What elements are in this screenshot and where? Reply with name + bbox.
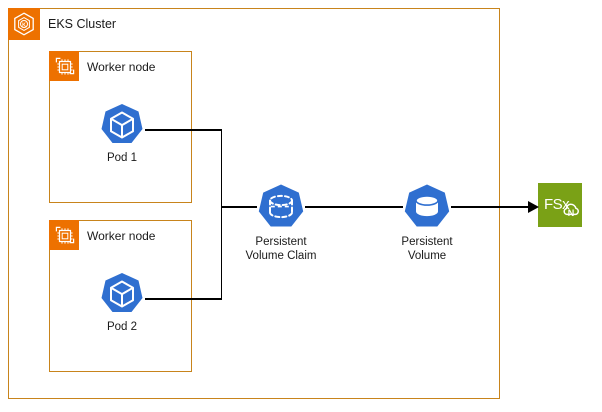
persistent-volume-node: Persistent Volume bbox=[401, 181, 453, 262]
amazon-fsx-node: FSx N bbox=[538, 183, 582, 227]
persistent-volume-claim-node: Persistent Volume Claim bbox=[246, 181, 316, 262]
svg-text:FSx: FSx bbox=[544, 196, 570, 213]
persistent-volume-label: Persistent Volume bbox=[401, 236, 453, 262]
edge-bus-vertical bbox=[220, 129, 222, 300]
arrow-head-icon bbox=[528, 200, 539, 213]
persistent-volume-icon bbox=[404, 184, 450, 227]
edge-pod-2-to-bus bbox=[145, 298, 222, 300]
persistent-volume-claim-label: Persistent Volume Claim bbox=[245, 236, 317, 262]
kubernetes-pod-icon bbox=[101, 273, 143, 312]
worker-node-icon bbox=[49, 220, 79, 250]
edge-pv-to-fsx bbox=[451, 206, 531, 208]
worker-node-2-group bbox=[49, 220, 192, 372]
svg-text:N: N bbox=[568, 208, 575, 218]
eks-cluster-group bbox=[8, 8, 500, 399]
edge-bus-to-pvc bbox=[220, 206, 257, 208]
pod-1-node: Pod 1 bbox=[98, 101, 146, 164]
worker-node-2-label: Worker node bbox=[87, 229, 156, 243]
svg-text:K: K bbox=[22, 23, 26, 29]
worker-node-1-group bbox=[49, 51, 192, 203]
edge-pvc-to-pv bbox=[305, 206, 403, 208]
persistent-volume-claim-icon bbox=[258, 184, 304, 227]
eks-cluster-icon: K bbox=[8, 8, 40, 40]
edge-pod-1-to-bus bbox=[145, 129, 222, 131]
eks-cluster-label: EKS Cluster bbox=[48, 17, 117, 31]
pod-2-node: Pod 2 bbox=[98, 270, 146, 333]
pod-2-label: Pod 2 bbox=[106, 321, 138, 333]
kubernetes-pod-icon bbox=[101, 104, 143, 143]
worker-node-1-label: Worker node bbox=[87, 60, 156, 74]
amazon-fsx-netapp-ontap-icon: FSx N bbox=[538, 183, 582, 227]
worker-node-icon bbox=[49, 51, 79, 81]
pod-1-label: Pod 1 bbox=[106, 152, 138, 164]
